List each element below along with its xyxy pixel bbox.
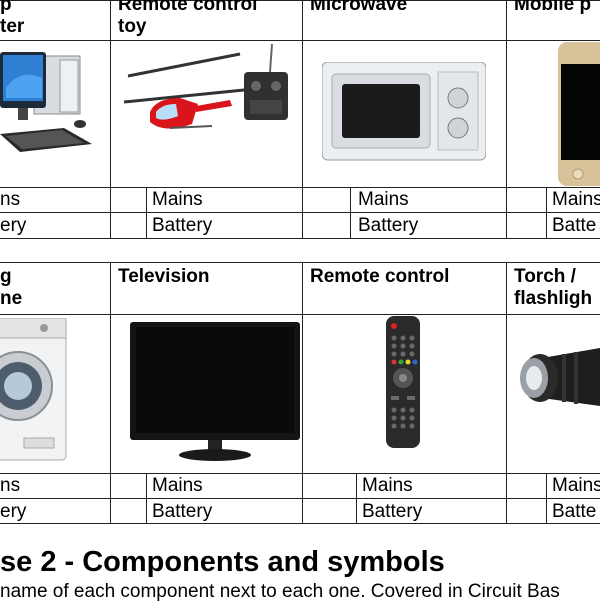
option-mains: Mains (152, 189, 203, 210)
option-mains: Mains (152, 475, 203, 496)
option-battery: Batte (552, 501, 597, 522)
option-battery: Battery (358, 215, 419, 236)
section-title: se 2 - Components and symbols (0, 546, 445, 578)
television-icon (130, 322, 300, 461)
header-washing-machine: g ne (0, 266, 23, 309)
desktop-computer-icon (0, 52, 92, 152)
remote-control-icon (386, 316, 420, 448)
option-mains: Mains (552, 475, 600, 496)
option-battery: Batte (552, 215, 597, 236)
option-battery: Battery (152, 501, 213, 522)
microwave-icon (322, 62, 486, 161)
option-mains: ns (0, 475, 21, 496)
header-torch: Torch / flashligh (514, 266, 593, 309)
option-mains: ns (0, 189, 21, 210)
header-remote-control: Remote control (310, 266, 450, 287)
option-battery: Battery (362, 501, 423, 522)
option-battery: ery (0, 501, 27, 522)
helicopter-toy-icon (123, 43, 288, 129)
option-mains: Mains (552, 189, 600, 210)
option-battery: Battery (152, 215, 213, 236)
washing-machine-icon (0, 318, 67, 461)
option-mains: Mains (358, 189, 409, 210)
header-television: Television (118, 266, 210, 287)
mobile-phone-icon (558, 42, 600, 186)
header-remote-control-toy: Remote control toy (118, 0, 258, 37)
option-mains: Mains (362, 475, 413, 496)
header-computer: p ter (0, 0, 25, 37)
header-microwave: Microwave (310, 0, 408, 15)
option-battery: ery (0, 215, 27, 236)
torch-icon (520, 348, 600, 406)
header-mobile-phone: Mobile p (514, 0, 592, 15)
section-description: name of each component next to each one.… (0, 581, 560, 602)
